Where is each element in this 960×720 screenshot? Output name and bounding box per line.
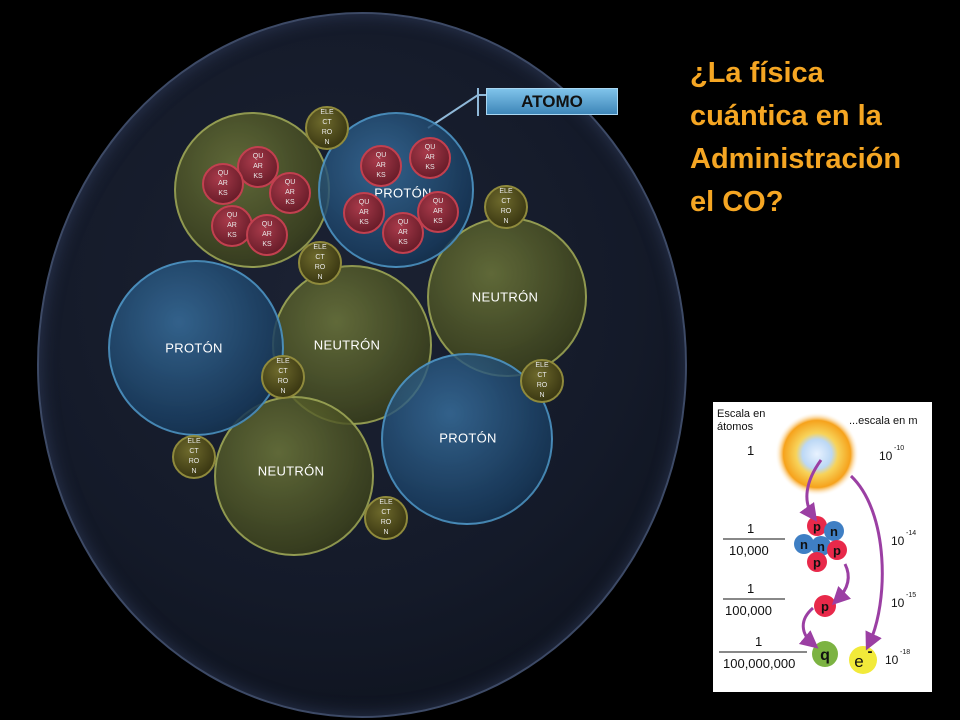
quark-label-6: QU AR KS: [375, 152, 387, 179]
ratio-2-numerator: 1: [747, 521, 754, 536]
quark-sphere-9: [417, 191, 459, 233]
svg-text:p: p: [821, 599, 829, 614]
quark-label-4: QU AR KS: [226, 212, 238, 239]
quark-sphere-5: [246, 214, 288, 256]
proton-label-left: PROTÓN: [165, 340, 223, 356]
quark-sphere: q: [812, 641, 838, 667]
electron-label-1: ELE CT RO N: [320, 109, 334, 146]
quark-label-5: QU AR KS: [261, 221, 273, 248]
atom-glow-sphere: [775, 412, 859, 496]
left-header-line-2: átomos: [717, 421, 754, 433]
exponent-3: 10 -15: [891, 592, 916, 610]
title-line-1: ¿La física: [690, 57, 824, 89]
svg-text:-: -: [868, 643, 873, 660]
quark-label-7: QU AR KS: [424, 144, 436, 171]
electron-sphere-1: [305, 106, 349, 150]
title-line-3: Administración: [690, 143, 902, 175]
quark-sphere-10: [382, 212, 424, 254]
neutron-label-right: NEUTRÓN: [471, 289, 539, 305]
electron-sphere-2: [484, 185, 528, 229]
title-line-2: cuántica en la: [690, 100, 882, 132]
electron-sphere-7: [364, 496, 408, 540]
exponent-4: 10 -18: [885, 649, 910, 667]
title-line-4: el CO?: [690, 186, 784, 218]
svg-text:-14: -14: [906, 530, 916, 537]
svg-text:e: e: [854, 652, 863, 671]
quark-label-1: QU AR KS: [252, 153, 264, 180]
ratio-4-numerator: 1: [755, 634, 762, 649]
svg-text:-18: -18: [900, 649, 910, 656]
electron-label-5: ELE CT RO N: [535, 362, 549, 399]
arrow-atom-to-electron: [849, 474, 884, 651]
proton-label-bottom: PROTÓN: [439, 430, 497, 446]
nucleus-cluster: p n n n p p: [794, 516, 847, 572]
electron-sphere-5: [520, 359, 564, 403]
ratio-3-numerator: 1: [747, 581, 754, 596]
svg-text:10: 10: [891, 596, 905, 610]
proton-label-top: PROTÓN: [374, 185, 432, 201]
exponent-2: 10 -14: [891, 530, 916, 548]
svg-text:-15: -15: [906, 592, 916, 599]
arrow-proton-to-quark: [798, 606, 819, 649]
quark-sphere-8: [343, 192, 385, 234]
quark-label-2: QU AR KS: [217, 170, 229, 197]
svg-text:p: p: [813, 519, 821, 534]
electron-label-7: ELE CT RO N: [379, 499, 393, 536]
ratio-1-numerator: 1: [747, 443, 754, 458]
quark-sphere-7: [409, 137, 451, 179]
svg-text:q: q: [820, 647, 830, 664]
electron-sphere-3: [298, 241, 342, 285]
neutron-label-bottom: NEUTRÓN: [257, 463, 325, 479]
svg-text:n: n: [830, 524, 838, 539]
svg-text:10: 10: [879, 449, 893, 463]
quark-sphere-2: [202, 163, 244, 205]
electron-sphere: e -: [849, 643, 877, 674]
scale-diagram-svg: Escala en átomos ...escala en m 1 1 10,0…: [717, 408, 917, 674]
quark-label-8: QU AR KS: [358, 199, 370, 226]
svg-text:10: 10: [891, 534, 905, 548]
quark-label-10: QU AR KS: [397, 219, 409, 246]
left-header-line-1: Escala en: [717, 408, 765, 420]
svg-text:10: 10: [885, 653, 899, 667]
ratio-2-denominator: 10,000: [729, 543, 769, 558]
electron-sphere-4: [261, 355, 305, 399]
svg-text:p: p: [833, 543, 841, 558]
arrow-nucleus-to-proton: [831, 563, 852, 606]
proton-sphere: p: [814, 595, 836, 617]
exponent-1: 10 -10: [879, 445, 904, 463]
quark-sphere-3: [269, 172, 311, 214]
neutron-label-center: NEUTRÓN: [313, 337, 381, 353]
quark-sphere-6: [360, 145, 402, 187]
quark-label-9: QU AR KS: [432, 198, 444, 225]
slide-title: ¿La física cuántica en la Administración…: [690, 52, 952, 224]
ratio-3-denominator: 100,000: [725, 603, 772, 618]
atom-scale-diagram: Escala en átomos ...escala en m 1 1 10,0…: [713, 402, 932, 692]
svg-text:p: p: [813, 555, 821, 570]
electron-label-3: ELE CT RO N: [313, 244, 327, 281]
electron-label-6: ELE CT RO N: [187, 438, 201, 475]
quark-label-3: QU AR KS: [284, 179, 296, 206]
right-header: ...escala en m: [849, 415, 917, 427]
electron-sphere-6: [172, 435, 216, 479]
proton-sphere-2: [108, 260, 284, 436]
svg-text:-10: -10: [894, 445, 904, 452]
electron-label-4: ELE CT RO N: [276, 358, 290, 395]
atom-label: ATOMO: [486, 88, 618, 115]
svg-text:n: n: [817, 539, 825, 554]
arrow-atom-to-nucleus: [799, 459, 823, 522]
electron-label-2: ELE CT RO N: [499, 188, 513, 225]
svg-text:n: n: [800, 537, 808, 552]
ratio-4-denominator: 100,000,000: [723, 656, 795, 671]
